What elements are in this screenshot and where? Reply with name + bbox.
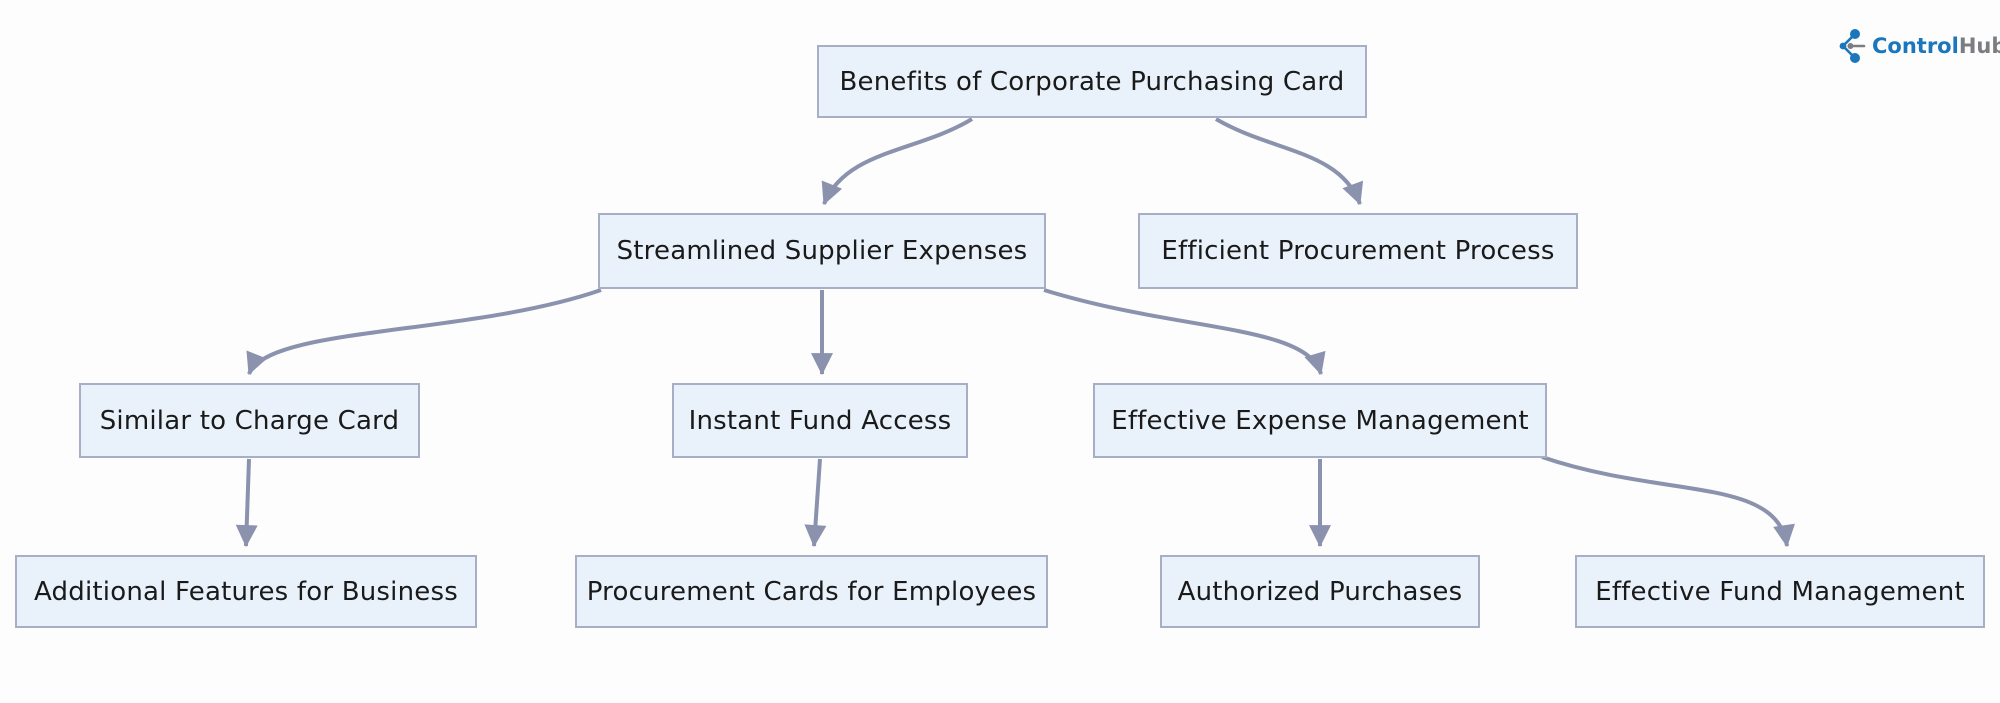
edge-instant-to-procurement-cards — [804, 458, 827, 548]
node-efficient-procurement-process: Efficient Procurement Process — [1138, 213, 1578, 289]
node-label: Streamlined Supplier Expenses — [616, 236, 1028, 266]
logo-text-control: Control — [1872, 34, 1959, 58]
node-benefits-of-corporate-purchasing-card: Benefits of Corporate Purchasing Card — [817, 45, 1367, 118]
node-additional-features-for-business: Additional Features for Business — [15, 555, 477, 628]
node-instant-fund-access: Instant Fund Access — [672, 383, 968, 458]
node-label: Additional Features for Business — [34, 576, 458, 607]
edge-streamlined-to-similar-to-charge-card — [246, 288, 602, 376]
node-effective-expense-management: Effective Expense Management — [1093, 383, 1547, 458]
node-label: Authorized Purchases — [1177, 576, 1463, 607]
logo-text-hub: Hub — [1958, 34, 2000, 58]
node-effective-fund-management: Effective Fund Management — [1575, 555, 1985, 628]
node-label: Efficient Procurement Process — [1161, 236, 1555, 266]
node-label: Similar to Charge Card — [99, 405, 400, 436]
node-authorized-purchases: Authorized Purchases — [1160, 555, 1480, 628]
edge-benefits-to-efficient-procurement-process — [1214, 117, 1364, 206]
controlhub-logo: ControlHub — [1836, 28, 2000, 64]
controlhub-logo-icon — [1839, 29, 1866, 63]
edge-benefits-to-streamlined-supplier-expenses — [821, 117, 974, 206]
edge-streamlined-to-effective-expense-management — [1043, 288, 1326, 376]
node-label: Benefits of Corporate Purchasing Card — [839, 66, 1345, 97]
node-label: Instant Fund Access — [688, 405, 952, 436]
node-procurement-cards-for-employees: Procurement Cards for Employees — [575, 555, 1048, 628]
node-label: Procurement Cards for Employees — [586, 576, 1037, 607]
controlhub-logo-text: ControlHub — [1872, 34, 2000, 58]
node-label: Effective Fund Management — [1595, 576, 1965, 607]
edge-similar-to-additional-features — [235, 458, 258, 548]
node-label: Effective Expense Management — [1111, 405, 1529, 436]
edge-effective-expense-to-effective-fund-management — [1541, 455, 1795, 548]
node-similar-to-charge-card: Similar to Charge Card — [79, 383, 420, 458]
node-streamlined-supplier-expenses: Streamlined Supplier Expenses — [598, 213, 1046, 289]
